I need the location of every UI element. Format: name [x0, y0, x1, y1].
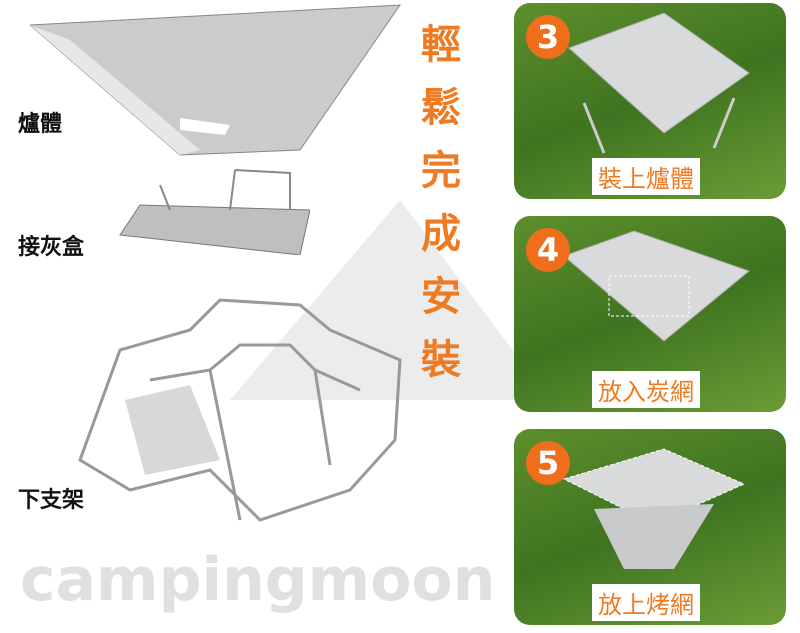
title-char: 鬆: [421, 85, 461, 131]
ash-tray-image: [119, 169, 310, 255]
step-4-photo: 4 放入炭網: [514, 216, 786, 412]
label-stand: 下支架: [18, 488, 85, 513]
title-char: 安: [421, 274, 461, 320]
title-char: 裝: [421, 337, 461, 383]
stove-photo: [562, 448, 746, 569]
vertical-title: 輕 鬆 完 成 安 裝: [413, 14, 469, 392]
step-badge: 5: [526, 441, 570, 485]
title-char: 完: [421, 148, 461, 194]
step-caption: 放入炭網: [592, 371, 700, 408]
stove-photo: [568, 12, 750, 154]
step-badge: 3: [526, 15, 570, 59]
step-caption: 裝上爐體: [592, 158, 700, 195]
watermark: campingmoon: [20, 545, 496, 615]
title-char: 成: [421, 211, 461, 257]
step-5-photo: 5 放上烤網: [514, 429, 786, 625]
stand-image: [78, 298, 402, 522]
label-stove-body: 爐體: [18, 112, 63, 137]
stove-body-image: [30, 4, 401, 156]
step-badge: 4: [526, 228, 570, 272]
step-caption: 放上烤網: [592, 584, 700, 621]
mountain-watermark: [230, 200, 520, 400]
step-3-photo: 3 裝上爐體: [514, 3, 786, 199]
title-char: 輕: [421, 22, 461, 68]
label-ash-tray: 接灰盒: [18, 235, 85, 260]
stove-photo: [563, 230, 751, 342]
